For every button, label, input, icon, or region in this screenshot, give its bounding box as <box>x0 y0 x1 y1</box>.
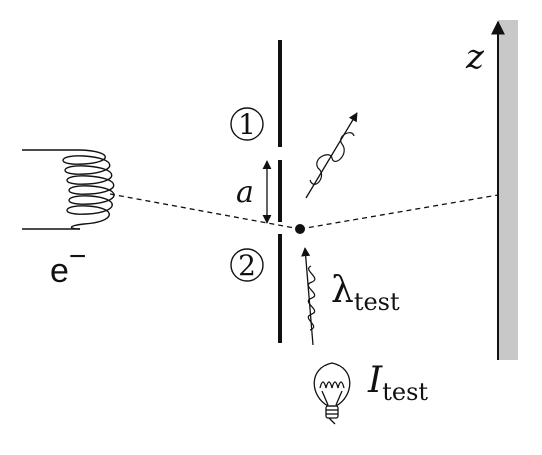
z-axis-label: z <box>465 37 485 77</box>
coil-filament-icon <box>22 149 115 230</box>
svg-text:2: 2 <box>238 249 256 282</box>
intensity-label: Itest <box>367 360 428 406</box>
electron-label: e− <box>50 240 86 290</box>
scattered-photon <box>305 112 358 199</box>
slit-1-label: 1 <box>230 107 264 141</box>
electron-path-outgoing <box>299 194 499 230</box>
detection-screen <box>498 20 518 360</box>
slit-2-label: 2 <box>230 248 264 282</box>
light-bulb-icon <box>313 362 351 425</box>
incoming-photon <box>301 247 316 346</box>
wavelength-label: λtest <box>331 270 400 316</box>
electron-path-incoming <box>109 193 301 230</box>
scattering-point <box>295 224 305 234</box>
separation-label: a <box>236 175 254 210</box>
svg-text:1: 1 <box>238 108 256 141</box>
